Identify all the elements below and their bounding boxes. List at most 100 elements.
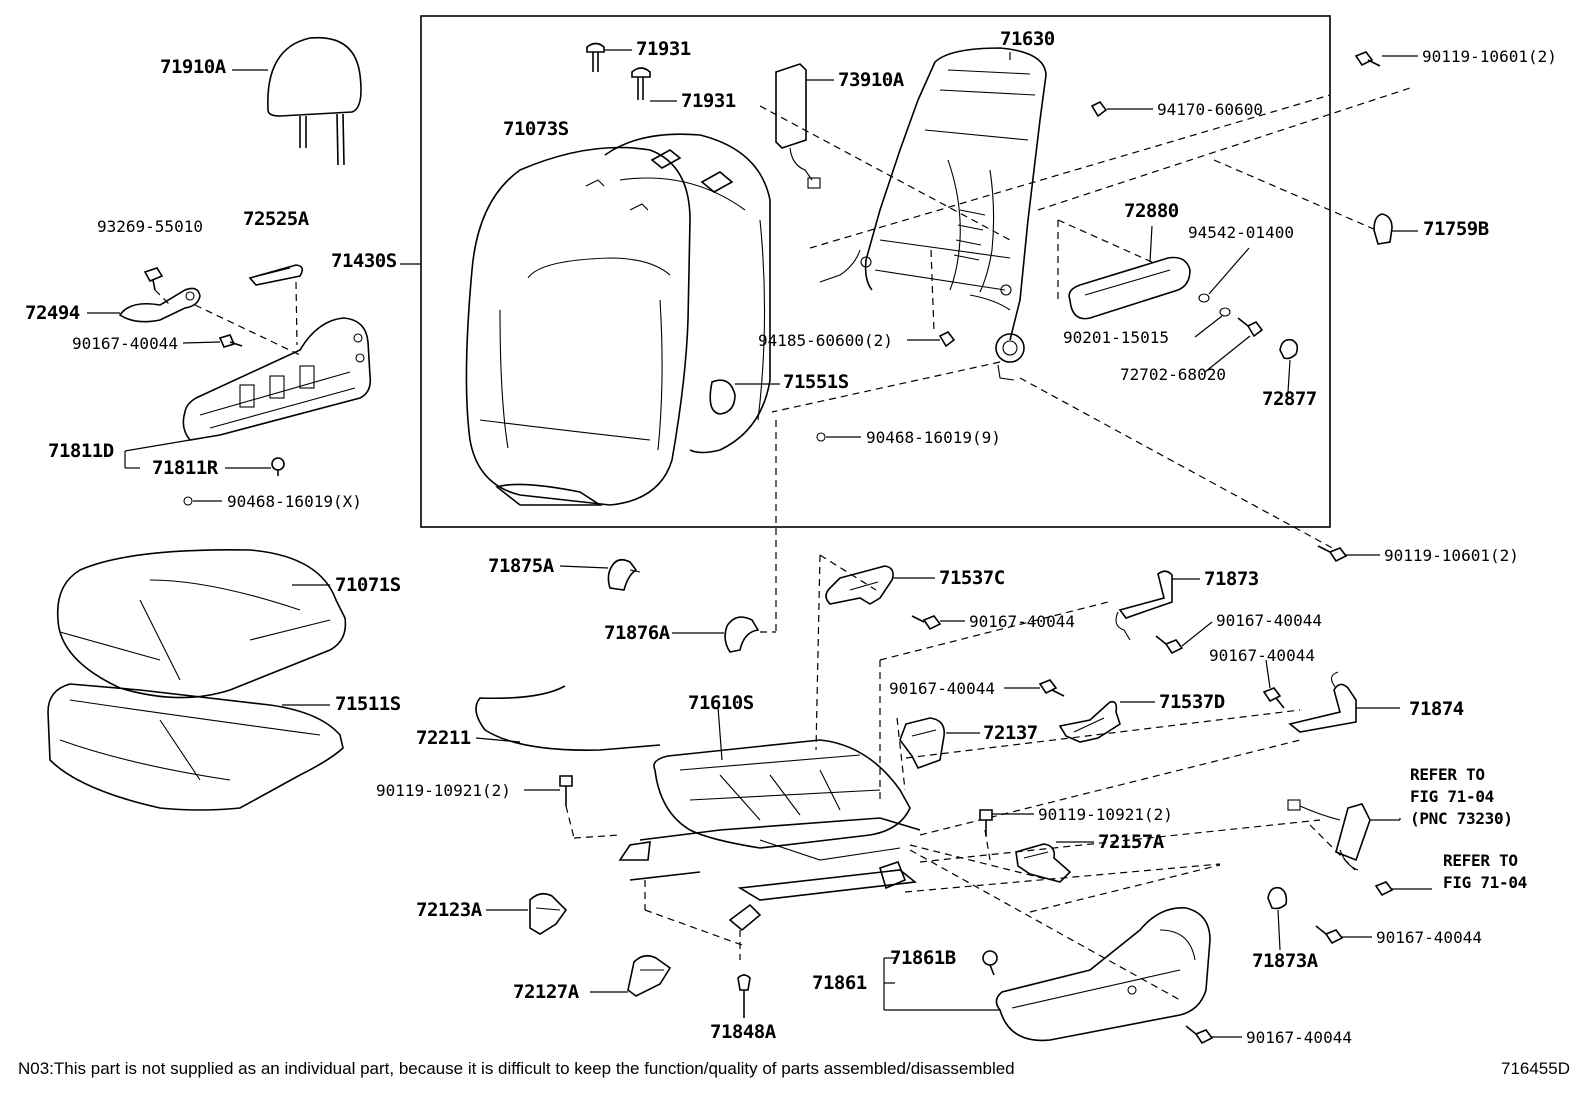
label-71848A: 71848A [710,1021,776,1043]
label-90167-40044-d: 90167-40044 [889,679,995,698]
label-73910A: 73910A [838,69,904,91]
label-90468-16019-9: 90468-16019(9) [866,428,1001,447]
bracket-71537D [1058,700,1155,743]
label-71861: 71861 [812,972,867,994]
bolt-refer2 [1374,881,1432,897]
bolt-90167-f [1315,925,1372,945]
seat-cushion-cover [56,549,347,699]
bolt-90119-top [1354,51,1418,67]
label-90167-40044-e: 90167-40044 [1209,646,1315,665]
ring-90468-9 [816,432,861,442]
clip-71861B [982,950,998,976]
label-90119-10601-mid: 90119-10601(2) [1384,546,1519,565]
washer-94542 [1198,247,1250,303]
refer-note-2-line2: FIG 71-04 [1443,873,1527,892]
cover-72127A [590,954,672,997]
label-71511S: 71511S [335,693,401,715]
label-71430S: 71430S [331,250,397,272]
bolt-90119-921a [524,775,573,806]
label-71931-b: 71931 [681,90,736,112]
label-72525A: 72525A [243,208,309,230]
pin-71931-a [586,42,632,72]
label-90167-40044-g: 90167-40044 [1246,1028,1352,1047]
part-71875A [559,558,641,591]
label-71811R: 71811R [152,457,218,479]
headrest-part [232,36,362,166]
label-90167-40044-b: 90167-40044 [969,612,1075,631]
label-94542-01400: 94542-01400 [1188,223,1294,242]
label-72877: 72877 [1262,388,1317,410]
label-90119-10921-a: 90119-10921(2) [376,781,511,800]
label-72123A: 72123A [416,899,482,921]
label-71073S: 71073S [503,118,569,140]
label-90468-16019-x: 90468-16019(X) [227,492,362,511]
bracket-71874 [1288,671,1400,733]
bracket-71873 [1115,570,1200,641]
label-71861B: 71861B [890,947,956,969]
label-72494: 72494 [25,302,80,324]
clip-71811R [225,457,285,476]
label-72880: 72880 [1124,200,1179,222]
bracket-71537C [825,565,935,605]
label-71875A: 71875A [488,555,554,577]
seat-side-shield [124,317,372,469]
knob-71873A [1267,886,1288,951]
refer-note-1-line3: (PNC 73230) [1410,809,1513,828]
bolt-90167-a [182,334,243,348]
bolt-90119-mid [1317,545,1380,563]
label-90119-10601-top: 90119-10601(2) [1422,47,1557,66]
bolt-90167-e [1262,659,1285,709]
label-94185-60600: 94185-60600(2) [758,331,893,350]
footer-note: N03:This part is not supplied as an indi… [18,1059,1015,1078]
washer-90201 [1194,307,1231,338]
armrest-72880 [1068,225,1191,320]
bolt-90167-b [911,615,965,631]
label-71873A: 71873A [1252,950,1318,972]
refer-note-1-line2: FIG 71-04 [1410,787,1494,806]
part-72494 [87,287,301,356]
part-71876A [672,420,777,653]
refer-note-2-line1: REFER TO [1443,851,1518,870]
label-72137: 72137 [983,722,1038,744]
label-71630: 71630 [1000,28,1055,50]
label-72157A: 72157A [1098,831,1164,853]
bolt-90167-c [1155,621,1213,655]
part-72525A [248,264,304,346]
label-72127A: 72127A [513,981,579,1003]
pin-71931-b [631,67,677,102]
cover-72123A [486,892,568,935]
label-93269-55010: 93269-55010 [97,217,203,236]
label-72211: 72211 [416,727,471,749]
seatback-guide-lines [759,87,1411,551]
label-94170-60600: 94170-60600 [1157,100,1263,119]
figure-code: 716455D [1500,1059,1570,1078]
side-airbag [775,63,834,189]
ring-90468-x [183,496,222,506]
bolt-90119-921b [979,809,1034,836]
label-90119-10921-b: 90119-10921(2) [1038,805,1173,824]
bolt-90167-d [1004,679,1065,697]
nut-94185 [907,249,956,348]
bracket-72137 [899,717,980,769]
seat-cushion-pad [47,683,344,811]
seatback-cover [465,133,780,506]
wire-72211 [475,685,661,751]
label-71071S: 71071S [335,574,401,596]
cover-71759B [1373,213,1418,245]
label-71910A: 71910A [160,56,226,78]
label-90201-15015: 90201-15015 [1063,328,1169,347]
label-71931-a: 71931 [636,38,691,60]
label-71876A: 71876A [604,622,670,644]
label-71874: 71874 [1409,698,1464,720]
seatback-frame [819,47,1047,381]
refer-note-1-line1: REFER TO [1410,765,1485,784]
bracket-72157A [1015,841,1094,883]
side-cover-71861 [883,907,1211,1042]
label-71551S: 71551S [783,371,849,393]
clip-71848A [737,974,751,1018]
seatbelt-buckle [1287,799,1401,871]
seat-cushion-frame [618,706,921,932]
label-90167-40044-c: 90167-40044 [1216,611,1322,630]
nut-94170 [1090,100,1153,118]
bolt-90167-g [1185,1025,1242,1045]
